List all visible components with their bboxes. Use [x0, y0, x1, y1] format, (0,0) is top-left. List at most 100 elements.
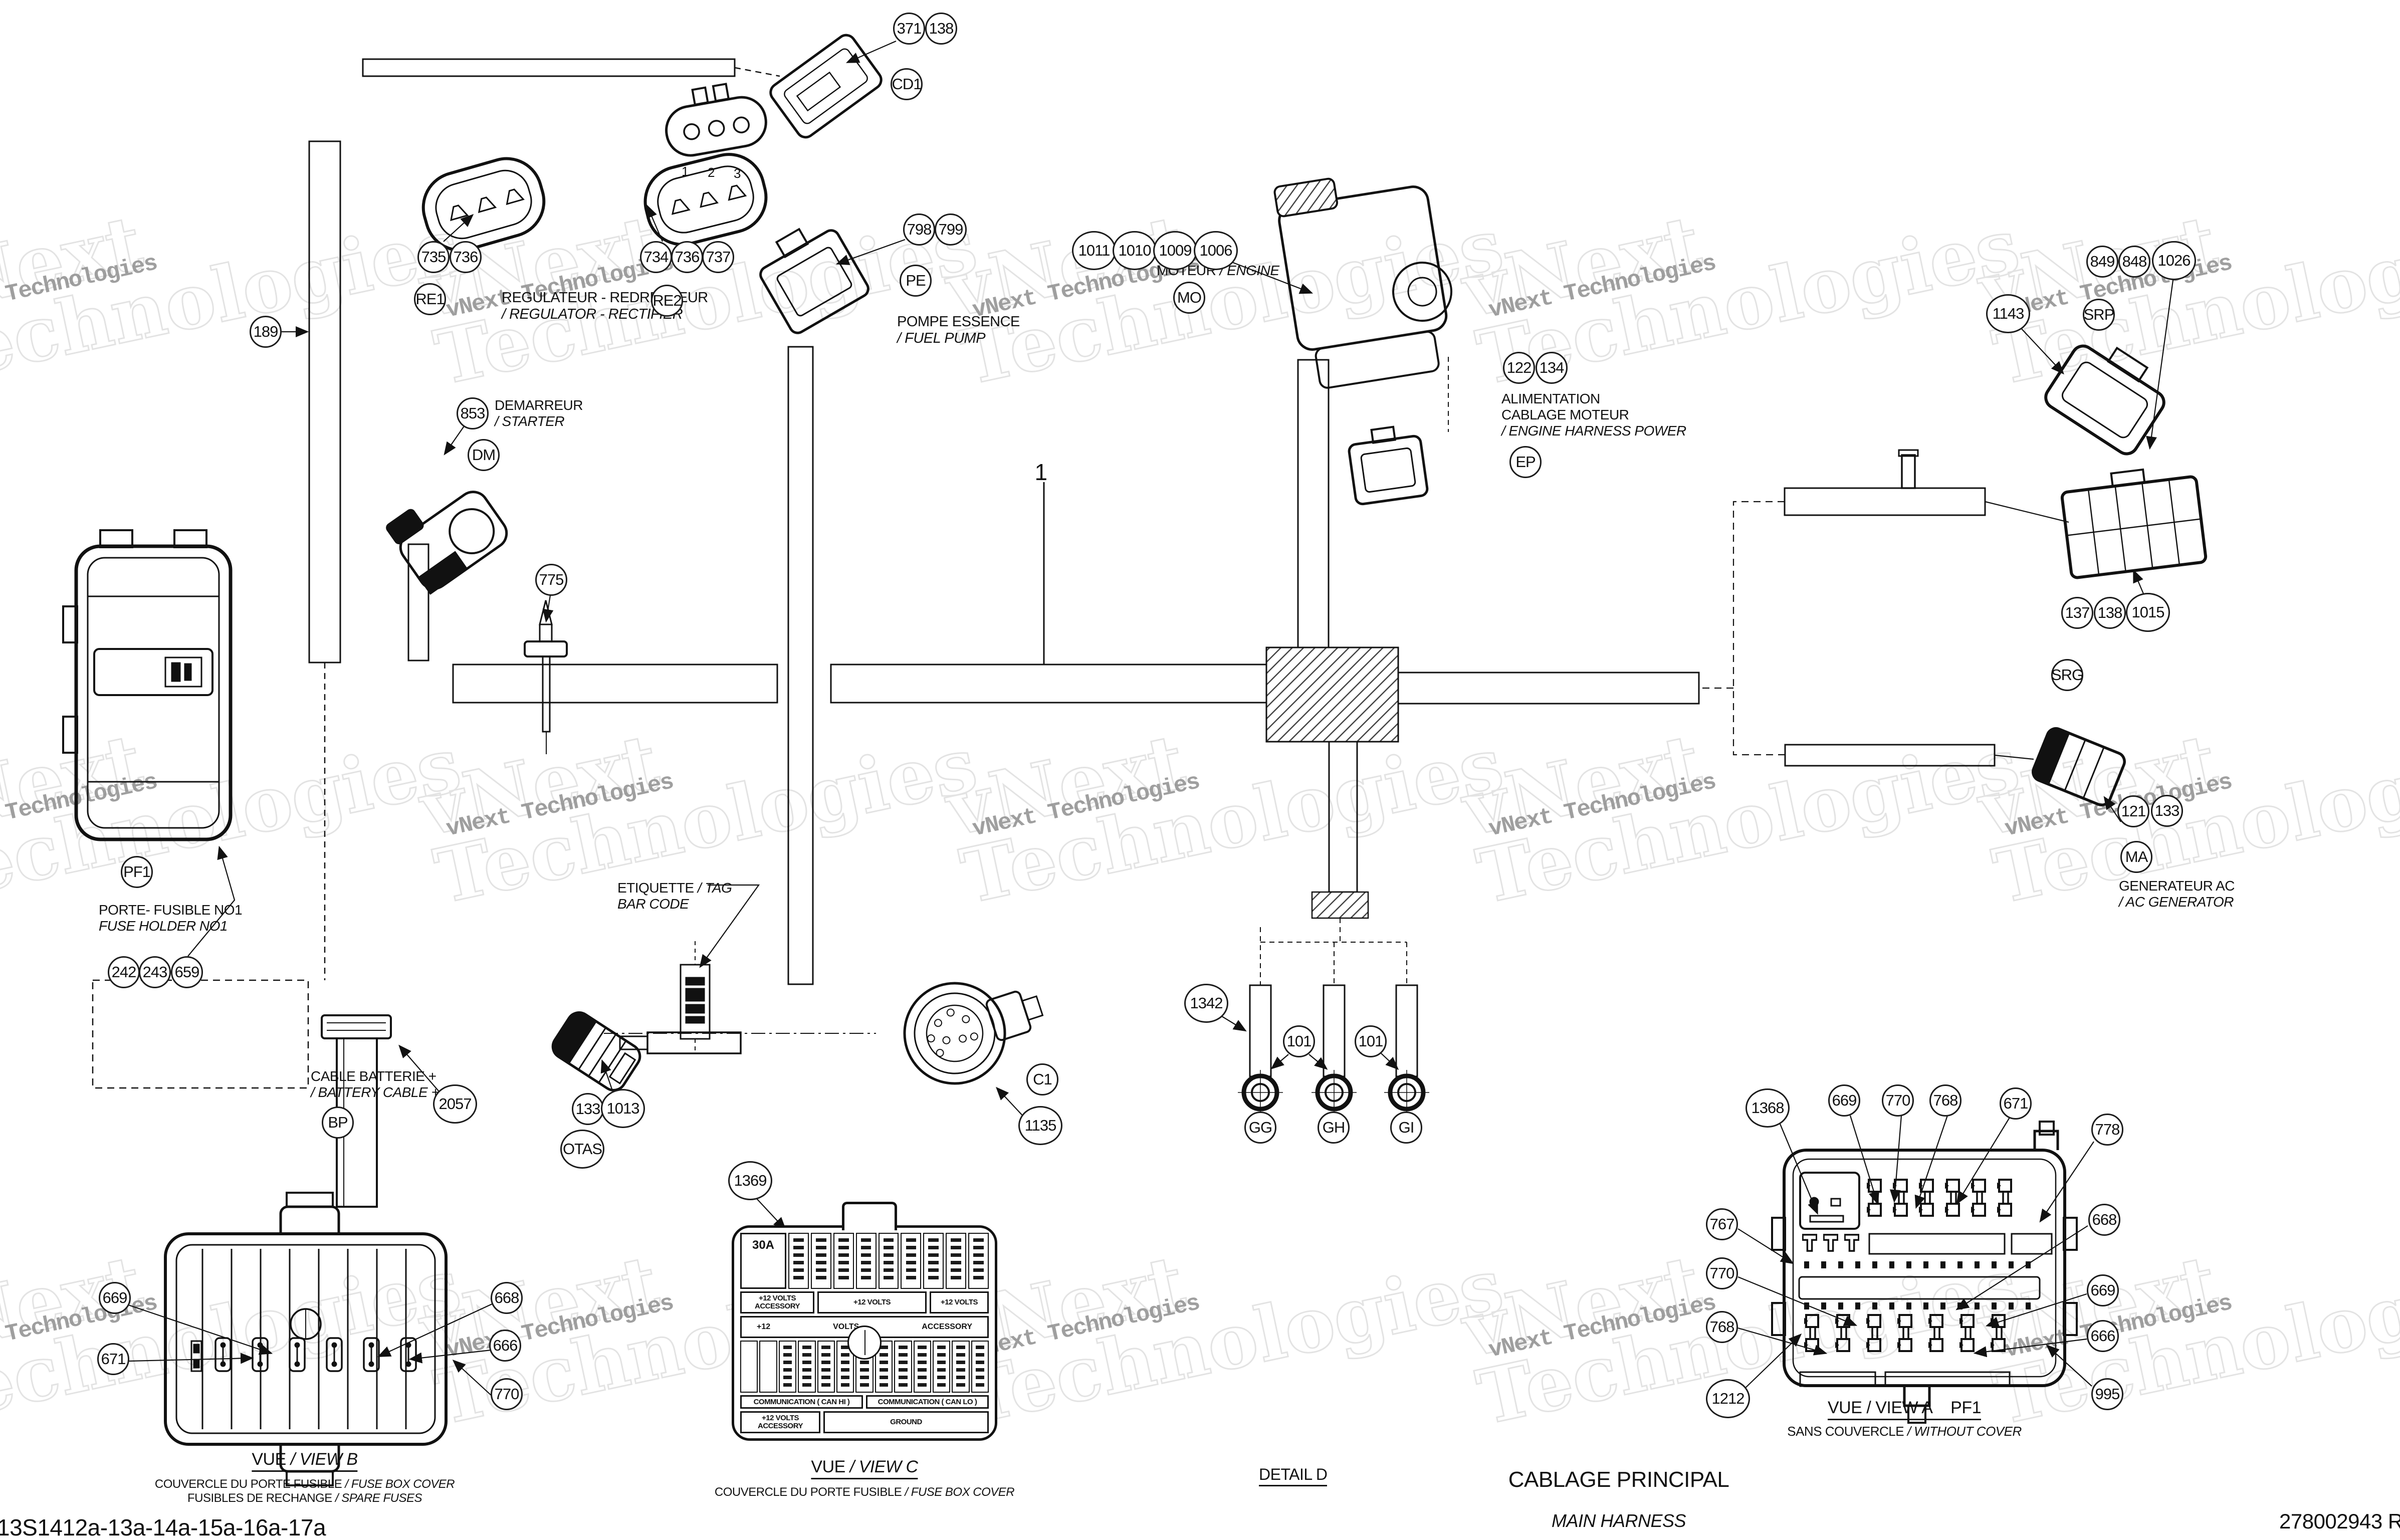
callout-736: 736 — [671, 241, 703, 273]
leader-line — [1973, 1338, 2087, 1358]
fuse-slot — [817, 1340, 835, 1393]
callout-768: 768 — [1706, 1311, 1738, 1343]
leader-line — [1985, 1293, 2087, 1328]
leader-line — [1742, 1333, 1802, 1391]
callout-770: 770 — [1706, 1257, 1738, 1289]
fuse-slot — [810, 1233, 831, 1289]
callout-bp: BP — [322, 1107, 354, 1139]
leader-line — [444, 425, 465, 456]
callout-138: 138 — [925, 13, 957, 45]
callout-775: 775 — [535, 564, 567, 596]
fuse-slot — [968, 1233, 989, 1289]
leader-line — [1270, 1054, 1289, 1069]
callout-242: 242 — [108, 956, 140, 988]
callout-189: 189 — [250, 316, 282, 348]
band-12-volts: +12 VOLTS — [817, 1291, 927, 1313]
diagram-label: COUVERCLE DU PORTE FUSIBLE / FUSE BOX CO… — [714, 1485, 1015, 1499]
callout-c1: C1 — [1026, 1063, 1058, 1095]
callout-768: 768 — [1929, 1084, 1961, 1117]
fuse-slot — [894, 1340, 912, 1393]
callout-371: 371 — [893, 13, 925, 45]
leader-line — [398, 1044, 440, 1092]
leader-line — [845, 40, 897, 63]
diagram-label: 1 — [1034, 459, 1047, 485]
leader-line — [1889, 1115, 1902, 1203]
callout-778: 778 — [2091, 1114, 2123, 1146]
fuse-slot — [788, 1233, 809, 1289]
fuse-slot — [833, 1233, 854, 1289]
callout-srg: SRG — [2051, 659, 2084, 691]
callout-otas: OTAS — [560, 1130, 604, 1169]
leader-line — [2103, 796, 2121, 822]
leader-line — [756, 1198, 787, 1231]
callout-666: 666 — [489, 1330, 521, 1362]
fuse-slot — [836, 1340, 854, 1393]
fuse-slot — [932, 1340, 951, 1393]
diagram-label: GENERATEUR AC/ AC GENERATOR — [2119, 878, 2235, 910]
callout-799: 799 — [935, 213, 967, 246]
diagram-label: 278002943 Rev.: b — [2279, 1509, 2400, 1533]
callout-243: 243 — [139, 956, 171, 988]
leader-line — [408, 1349, 492, 1364]
leader-line — [835, 239, 906, 265]
callout-734: 734 — [640, 241, 672, 273]
leader-line — [699, 884, 760, 968]
callout-133: 133 — [572, 1093, 604, 1125]
callout-737: 737 — [702, 241, 734, 273]
diagram-label: VUE / VIEW A PF1 — [1827, 1398, 1982, 1420]
callout-pf1: PF1 — [121, 856, 153, 888]
diagram-label: COUVERCLE DU PORTE FUSIBLE / FUSE BOX CO… — [154, 1477, 455, 1505]
callout-848: 848 — [2118, 246, 2150, 278]
leader-line — [1849, 1115, 1879, 1205]
callout-101: 101 — [1355, 1025, 1387, 1057]
band-12-volts-2: +12 VOLTS — [930, 1291, 989, 1313]
cover-tab-icon — [842, 1202, 897, 1230]
callout-853: 853 — [457, 397, 489, 429]
callout-gh: GH — [1318, 1112, 1350, 1144]
callout-134: 134 — [1536, 352, 1568, 384]
leader-line — [542, 595, 554, 623]
callout-gg: GG — [1244, 1112, 1276, 1144]
callout-ep: EP — [1509, 446, 1542, 478]
callout-2057: 2057 — [433, 1084, 477, 1124]
leader-line — [1956, 1117, 2010, 1205]
callout-668: 668 — [491, 1282, 523, 1314]
callout-666: 666 — [2087, 1320, 2119, 1352]
fuse-slot-row-1 — [788, 1233, 989, 1289]
callout-121: 121 — [2117, 795, 2149, 827]
band-can-lo: COMMUNICATION ( CAN LO ) — [866, 1395, 989, 1409]
callout-1009: 1009 — [1153, 231, 1197, 270]
callout-1368: 1368 — [1746, 1088, 1790, 1128]
diagram-label: 13S1412a-13a-14a-15a-16a-17a — [0, 1514, 326, 1540]
fuse-slot — [778, 1340, 797, 1393]
leader-line — [1914, 1115, 1948, 1209]
leader-line — [2019, 326, 2065, 375]
leader-line — [187, 845, 236, 957]
callout-pe: PE — [900, 265, 932, 297]
leader-line — [1227, 260, 1314, 294]
leader-line — [2146, 276, 2174, 450]
callout-122: 122 — [1503, 352, 1535, 384]
callout-671: 671 — [2000, 1087, 2032, 1120]
callout-ma: MA — [2120, 841, 2152, 873]
callout-1135: 1135 — [1018, 1106, 1062, 1145]
callout-669: 669 — [99, 1282, 131, 1314]
leader-line — [646, 204, 664, 242]
band-ground: GROUND — [823, 1411, 989, 1433]
leader-line — [1308, 1054, 1328, 1070]
callout-1015: 1015 — [2126, 593, 2170, 632]
fuse-slot — [923, 1233, 944, 1289]
leader-line — [1381, 1053, 1399, 1070]
leader-line — [1737, 1228, 1794, 1264]
callout-995: 995 — [2091, 1378, 2123, 1410]
callout-1143: 1143 — [1986, 294, 2030, 333]
callout-1006: 1006 — [1194, 231, 1238, 270]
diagram-label: SANS COUVERCLE / WITHOUT COVER — [1787, 1424, 2022, 1439]
leader-line — [1737, 1276, 1858, 1326]
leader-line — [1221, 1016, 1247, 1032]
